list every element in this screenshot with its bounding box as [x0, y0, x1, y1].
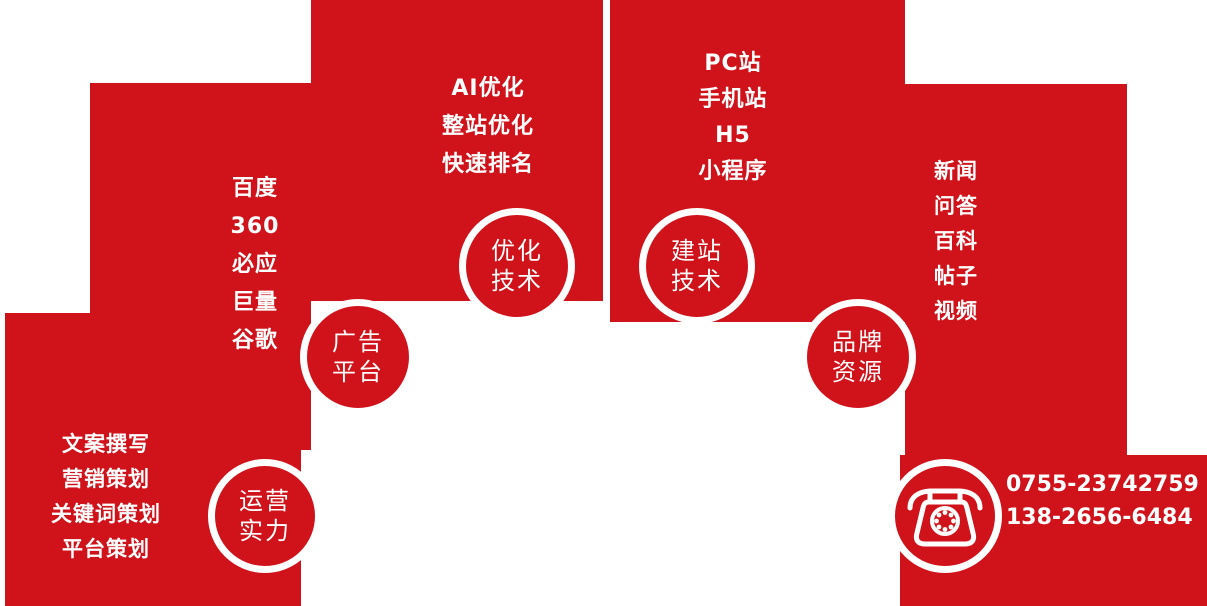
badge-brand: 品牌 资源	[800, 299, 916, 415]
phone-number: 0755-23742759	[1006, 472, 1199, 497]
list-item: 快速排名	[441, 152, 534, 177]
phone-numbers: 0755-23742759 138-2656-6484	[1006, 468, 1199, 534]
badge-ad-platform: 广告 平台	[300, 299, 416, 415]
list-item: 360	[230, 214, 280, 239]
list-item: 新闻	[934, 159, 978, 183]
list-item: 百度	[231, 176, 278, 201]
badge-label: 运营	[239, 487, 291, 515]
badge-label: 建站	[671, 237, 723, 265]
website-list: PC站 手机站 H5 小程序	[653, 46, 813, 190]
badge-website: 建站 技术	[639, 208, 755, 324]
telephone-icon	[907, 488, 983, 547]
badge-label: 广告	[332, 328, 384, 356]
list-item: 关键词策划	[51, 502, 161, 526]
list-item: 巨量	[231, 290, 278, 315]
ad-platforms-list: 百度 360 必应 巨量 谷歌	[175, 170, 335, 360]
list-item: 手机站	[698, 87, 768, 112]
badge-label: 品牌	[832, 328, 884, 356]
badge-contact	[888, 459, 1002, 573]
list-item: 文案撰写	[62, 432, 150, 456]
badge-label: 优化	[491, 237, 543, 265]
list-item: 帖子	[934, 264, 978, 288]
list-item: 谷歌	[231, 328, 278, 353]
badge-label: 技术	[491, 267, 543, 295]
block-brand	[905, 84, 1127, 455]
list-item: AI优化	[451, 76, 525, 101]
list-item: 问答	[934, 194, 978, 218]
badge-label: 实力	[239, 517, 291, 545]
list-item: 营销策划	[62, 467, 150, 491]
list-item: 小程序	[698, 159, 768, 184]
list-item: H5	[715, 123, 751, 148]
operation-list: 文案撰写 营销策划 关键词策划 平台策划	[6, 427, 206, 567]
seo-list: AI优化 整站优化 快速排名	[398, 70, 578, 184]
list-item: 视频	[934, 299, 978, 323]
list-item: 平台策划	[62, 537, 150, 561]
badge-label: 平台	[332, 358, 384, 386]
list-item: 整站优化	[441, 114, 534, 139]
list-item: PC站	[704, 51, 762, 76]
badge-label: 资源	[832, 358, 884, 386]
badge-seo: 优化 技术	[459, 208, 575, 324]
badge-operation: 运营 实力	[208, 459, 322, 573]
list-item: 必应	[231, 252, 278, 277]
phone-number: 138-2656-6484	[1006, 505, 1193, 530]
brand-list: 新闻 问答 百科 帖子 视频	[876, 154, 1036, 329]
badge-label: 技术	[671, 267, 723, 295]
list-item: 百科	[934, 229, 978, 253]
